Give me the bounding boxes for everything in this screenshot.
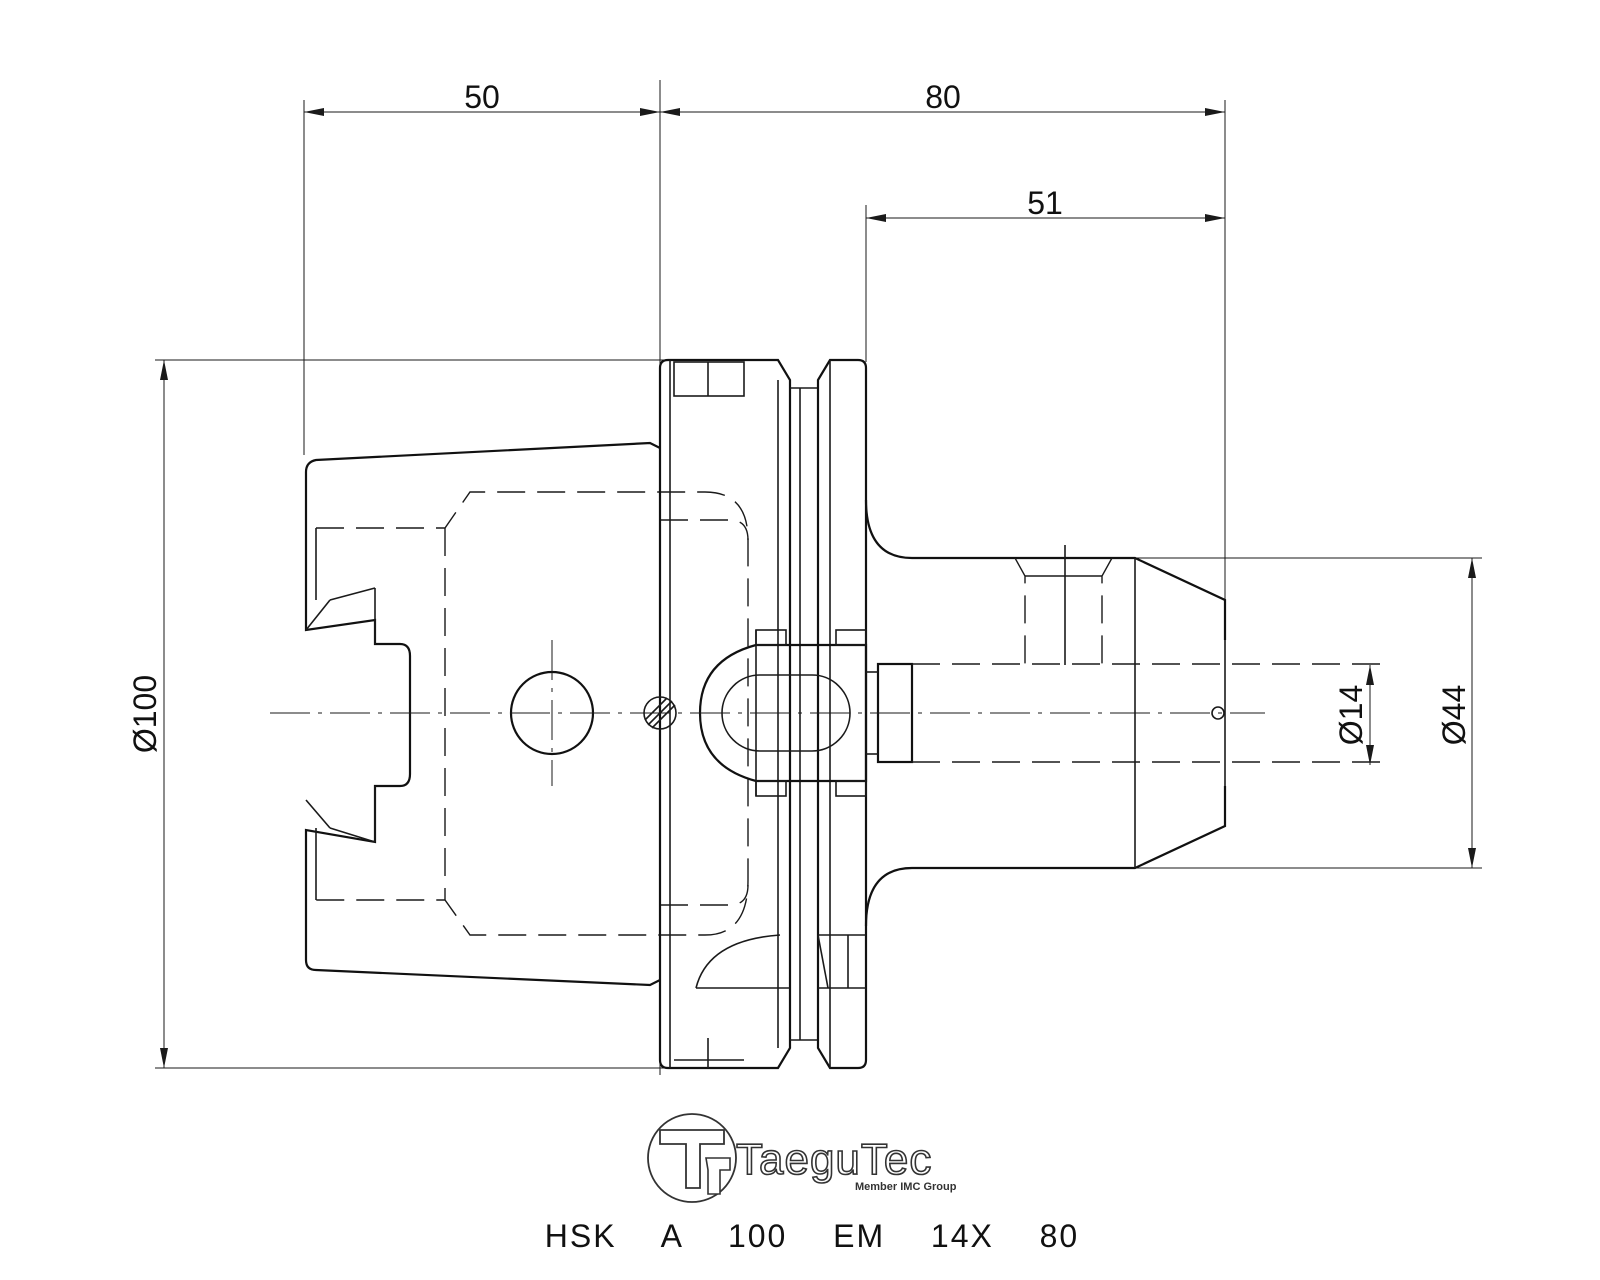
dimension-51-label: 51 [1027, 185, 1063, 221]
dimension-80: 80 [660, 79, 1226, 600]
taegutec-logo: TaeguTec Member IMC Group [647, 1113, 957, 1203]
logo-name: TaeguTec [736, 1135, 932, 1184]
dimension-dia44: Ø44 [1135, 557, 1482, 869]
dimension-80-label: 80 [925, 79, 961, 115]
hsk-taper-shank [304, 441, 749, 987]
dimension-dia44-label: Ø44 [1436, 685, 1472, 745]
logo-tagline: Member IMC Group [855, 1181, 957, 1193]
dimension-dia100-label: Ø100 [127, 675, 163, 753]
dimension-50: 50 [303, 79, 661, 1075]
dimension-51: 51 [865, 185, 1225, 362]
taegutec-logo-icon [647, 1113, 737, 1203]
flange [643, 358, 868, 1070]
dimension-dia14-label: Ø14 [1333, 685, 1369, 745]
dimension-dia14: Ø14 [1333, 665, 1374, 765]
dimension-dia100: Ø100 [127, 359, 665, 1069]
dimension-50-label: 50 [464, 79, 500, 115]
part-code: HSK A 100 EM 14X 80 [545, 1218, 1079, 1254]
